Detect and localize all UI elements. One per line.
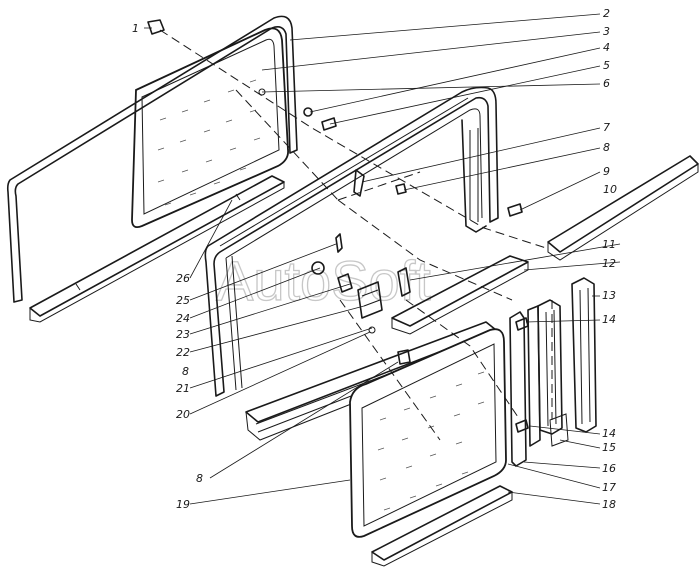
bracket-22	[357, 281, 383, 319]
callout-18: 18	[602, 498, 616, 511]
callout-8-bottom: 8	[196, 472, 203, 485]
callout-9: 9	[603, 165, 610, 178]
callout-14-top: 14	[602, 313, 616, 326]
leader-lines	[144, 13, 621, 505]
upper-seal-frame	[6, 15, 298, 303]
lower-glass-assembly	[349, 328, 513, 567]
upper-glass-assembly	[6, 15, 298, 323]
callout-4: 4	[603, 41, 610, 54]
middle-frame-right-leg	[461, 119, 487, 233]
screw-9	[507, 203, 523, 217]
callout-16: 16	[602, 462, 616, 475]
callout-25: 25	[176, 294, 190, 307]
callout-3: 3	[603, 25, 610, 38]
callout-22: 22	[176, 346, 190, 359]
callout-21: 21	[176, 382, 190, 395]
callout-1: 1	[132, 22, 139, 35]
assembly-dash-lines	[159, 29, 553, 441]
callout-24: 24	[176, 312, 190, 325]
seal-16	[509, 311, 527, 467]
lower-glass-pane	[349, 328, 507, 538]
callout-6: 6	[603, 77, 610, 90]
callout-26: 26	[176, 272, 190, 285]
lower-glass-inner-edge	[361, 343, 497, 527]
screw-8-lower	[397, 349, 411, 365]
bushing-24	[311, 261, 325, 275]
callout-2: 2	[603, 7, 610, 20]
screw-14-top	[515, 317, 529, 331]
seal-17	[527, 305, 541, 447]
middle-frame-outer	[204, 86, 499, 397]
callout-23: 23	[176, 328, 190, 341]
callout-17: 17	[602, 481, 616, 494]
upper-glass-pane	[131, 27, 289, 229]
upper-bottom-channel-edge	[29, 182, 285, 323]
watermark: AutoSoft	[216, 249, 431, 312]
middle-frame-left-inner	[225, 255, 243, 391]
middle-frame-assembly	[204, 86, 499, 397]
screw-5	[321, 117, 337, 131]
seal-15	[537, 299, 563, 435]
upper-glass-inner-edge	[141, 38, 280, 215]
callout-20: 20	[176, 408, 190, 421]
callout-10: 10	[603, 183, 617, 196]
callout-8-top: 8	[603, 141, 610, 154]
callout-15: 15	[602, 441, 616, 454]
callout-5: 5	[603, 59, 610, 72]
small-parts-cluster	[147, 19, 529, 433]
washer-21	[368, 326, 376, 334]
pin-1	[147, 19, 165, 35]
callout-12: 12	[602, 257, 616, 270]
callout-14-bottom: 14	[602, 427, 616, 440]
callout-7: 7	[603, 121, 610, 134]
washer-4	[303, 107, 313, 117]
callout-labels: 1 2 3 4 5 6 7 8 9 10 11 12 13 14 14 15 1…	[132, 7, 617, 511]
seal-bracket	[549, 413, 569, 447]
callout-11: 11	[602, 238, 616, 251]
callout-8-middle: 8	[182, 365, 189, 378]
screw-8-top	[395, 183, 407, 195]
middle-frame-inner	[219, 97, 483, 259]
guide-rail-10	[547, 155, 699, 253]
callout-19: 19	[176, 498, 190, 511]
latch-part	[397, 267, 411, 297]
screw-14-bottom	[515, 419, 529, 433]
lower-glass-hatching	[377, 371, 485, 511]
seal-13	[571, 277, 597, 433]
clip-7	[353, 169, 365, 197]
vertical-seals	[509, 277, 597, 467]
upper-glass-hatching	[157, 79, 261, 206]
callout-13: 13	[602, 289, 616, 302]
pin-25	[335, 233, 343, 253]
